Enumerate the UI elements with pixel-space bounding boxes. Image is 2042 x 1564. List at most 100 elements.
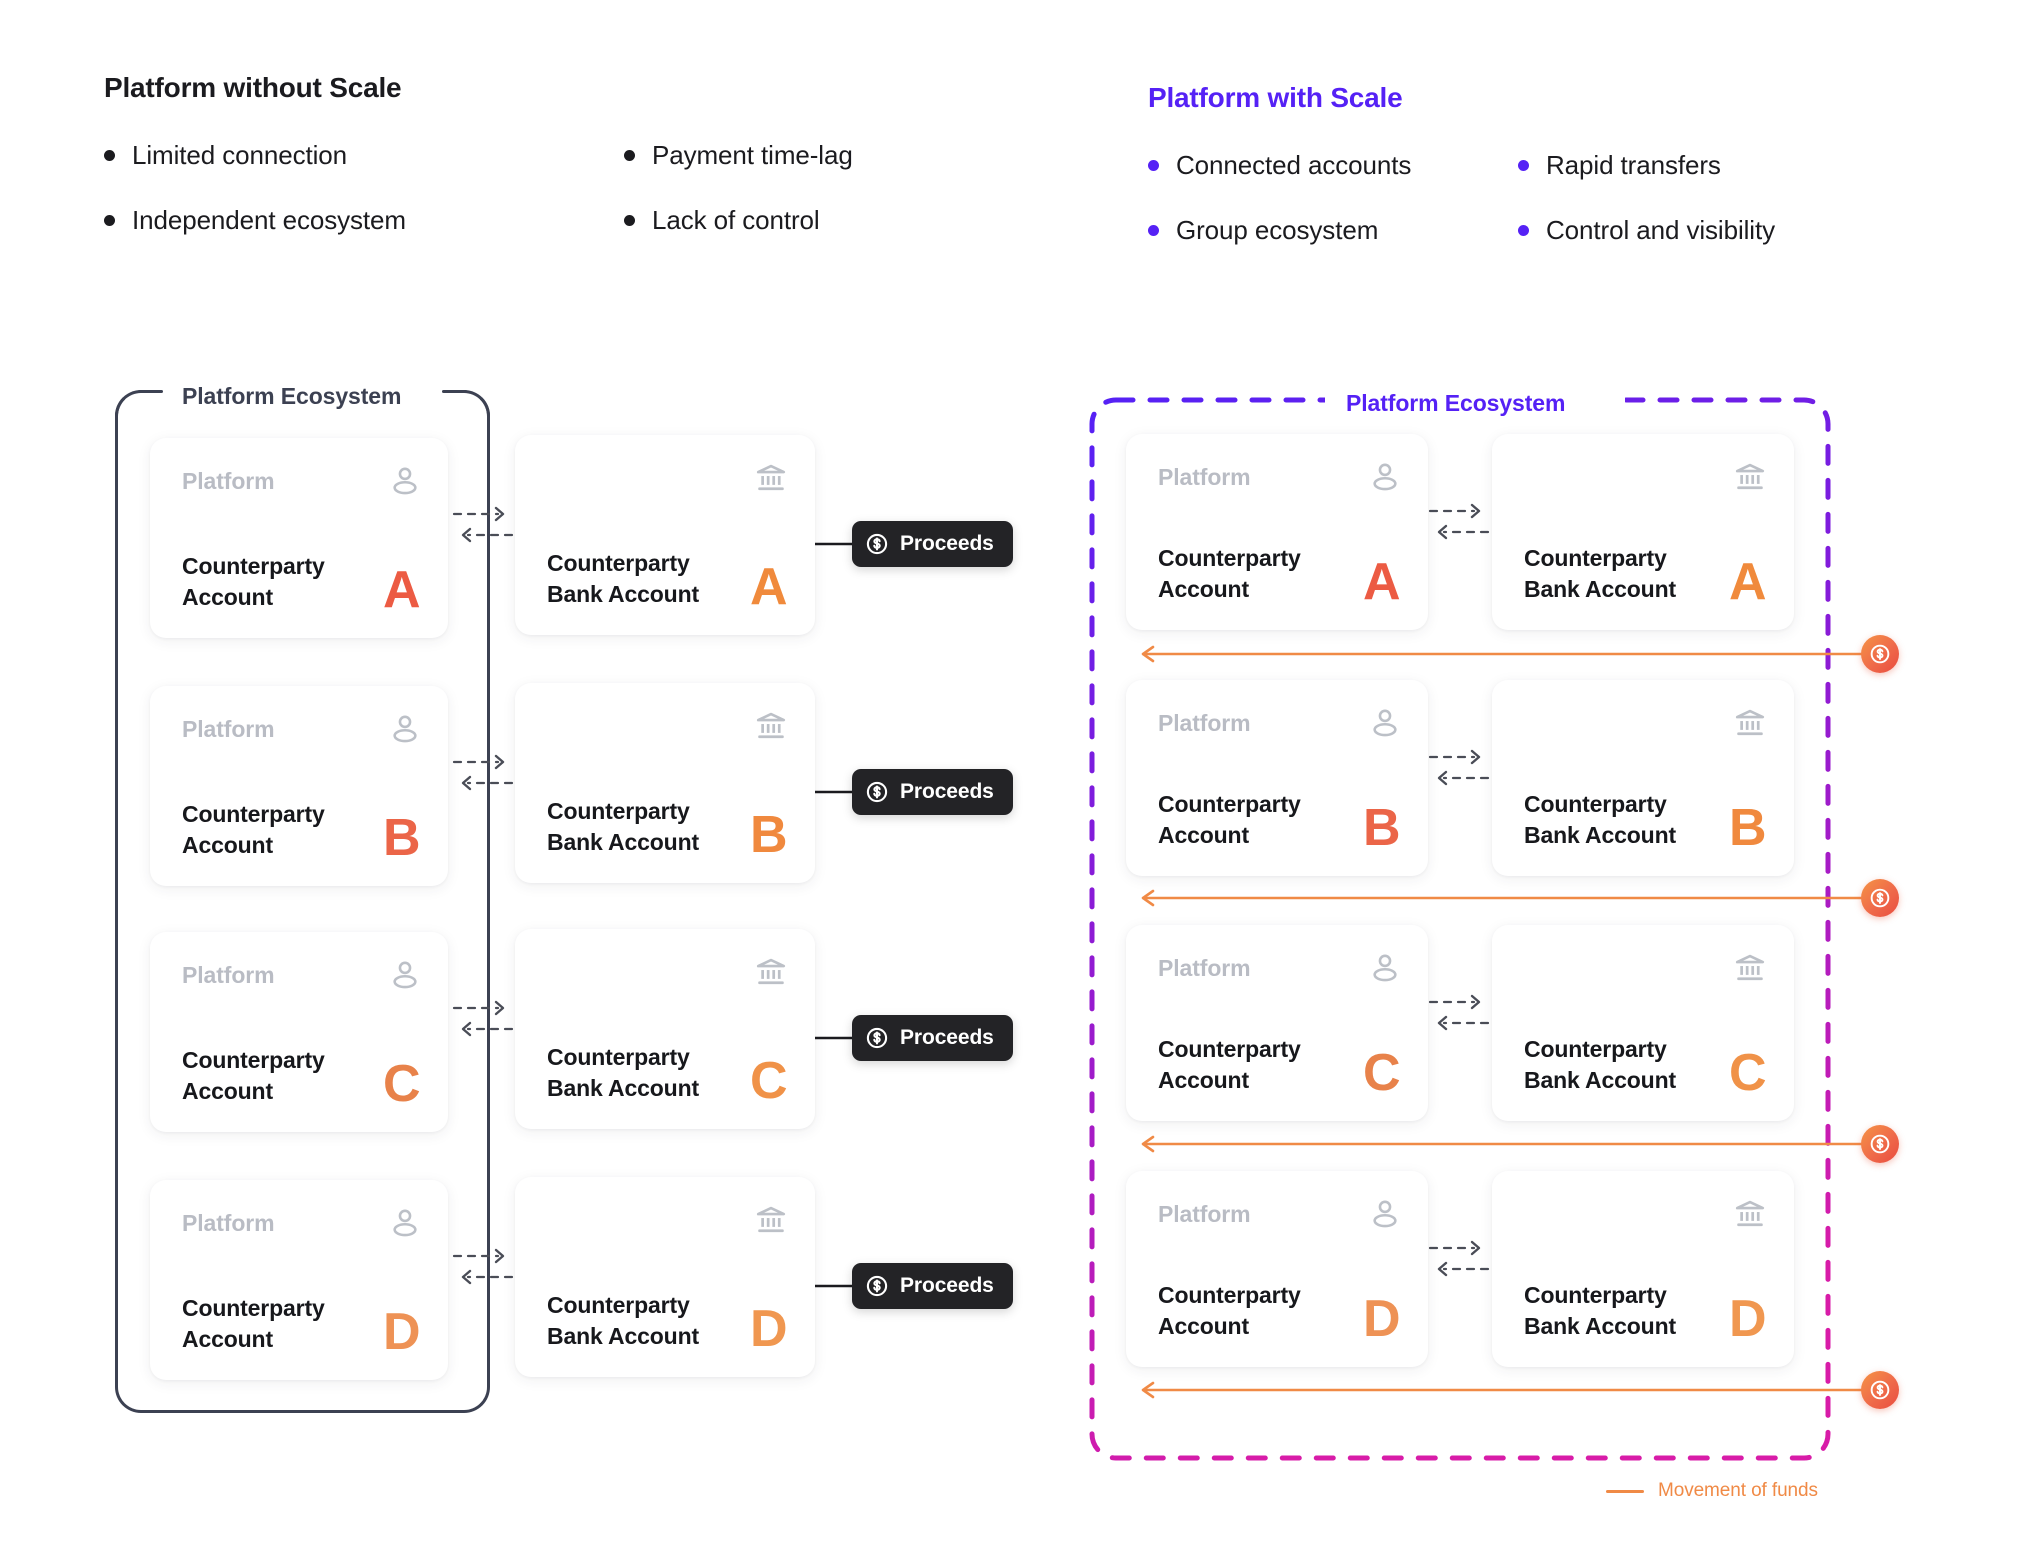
card-letter-badge: B [1728, 799, 1767, 858]
card-letter-badge: C [1728, 1044, 1767, 1103]
bank-icon [755, 957, 787, 992]
funds-coin-icon-A [1861, 635, 1899, 673]
proceeds-badge-B[interactable]: Proceeds [852, 769, 1013, 815]
bullet-dot-icon [624, 215, 635, 226]
left-panel-title: Platform without Scale [104, 72, 402, 103]
legend-line-icon [1606, 1489, 1644, 1493]
proceeds-badge-D[interactable]: Proceeds [852, 1263, 1013, 1309]
card-header [547, 957, 787, 995]
bullet-label: Independent ecosystem [132, 205, 406, 235]
bank-icon [755, 463, 787, 498]
person-icon [1370, 708, 1400, 745]
movement-of-funds-line-B [1135, 889, 1882, 912]
card-platform-label: Platform [1158, 1201, 1251, 1227]
left-ecosystem-label: Platform Ecosystem [168, 383, 416, 410]
dollar-circle-icon [1870, 888, 1890, 908]
bullet-label: Limited connection [132, 140, 347, 170]
card-header: Platform [1158, 708, 1400, 746]
proceeds-badge-C[interactable]: Proceeds [852, 1015, 1013, 1061]
card-platform-label: Platform [182, 1210, 275, 1236]
bullet-label: Control and visibility [1546, 215, 1776, 245]
left-panel-bullet-list: Limited connection Payment time-lag Inde… [104, 140, 1024, 236]
dollar-circle-icon [866, 1027, 888, 1049]
dollar-circle-icon [1870, 1134, 1890, 1154]
proceeds-label: Proceeds [900, 1026, 994, 1049]
proceeds-label: Proceeds [900, 532, 994, 555]
frame-corner-top-right [462, 390, 490, 418]
dollar-circle-icon [866, 781, 888, 803]
person-icon [390, 1208, 420, 1245]
person-icon [1370, 1199, 1400, 1236]
card-header: Platform [182, 467, 420, 504]
bank-icon [1734, 462, 1766, 497]
bidirectional-dashed-connector-right-C [1428, 986, 1490, 1038]
card-header: Platform [182, 961, 420, 998]
person-icon [1370, 462, 1400, 499]
bidirectional-dashed-connector-left-B [452, 746, 514, 798]
card-letter-badge: C [382, 1055, 421, 1114]
bullet-label: Group ecosystem [1176, 215, 1379, 245]
card-letter-badge: D [382, 1303, 421, 1362]
card-header [1524, 709, 1766, 746]
card-header [547, 463, 787, 501]
left-panel-header: Platform without Scale Limited connectio… [104, 72, 1024, 236]
card-letter-badge: B [1362, 799, 1401, 858]
card-header [1524, 954, 1766, 991]
card-letter-badge: C [1362, 1044, 1401, 1103]
proceeds-badge-A[interactable]: Proceeds [852, 521, 1013, 567]
card-header [1524, 462, 1766, 500]
card-platform-label: Platform [182, 716, 275, 742]
card-letter-badge: A [1728, 553, 1767, 612]
bullet-dot-icon [1518, 225, 1529, 236]
movement-of-funds-line-A [1135, 645, 1882, 668]
proceeds-label: Proceeds [900, 780, 994, 803]
bullet-item: Rapid transfers [1518, 150, 1988, 181]
right-ecosystem-label: Platform Ecosystem [1330, 390, 1582, 417]
card-letter-badge: A [382, 561, 421, 620]
bidirectional-dashed-connector-right-D [1428, 1232, 1490, 1284]
bank-icon [755, 711, 787, 746]
card-letter-badge: D [749, 1300, 788, 1359]
card-header [1524, 1200, 1766, 1237]
right-panel-title: Platform with Scale [1148, 82, 1403, 113]
bidirectional-dashed-connector-right-B [1428, 741, 1490, 793]
dollar-circle-icon [1870, 1380, 1890, 1400]
card-header: Platform [182, 1208, 420, 1246]
dollar-circle-icon [866, 533, 888, 555]
dollar-circle-icon [1870, 644, 1890, 664]
